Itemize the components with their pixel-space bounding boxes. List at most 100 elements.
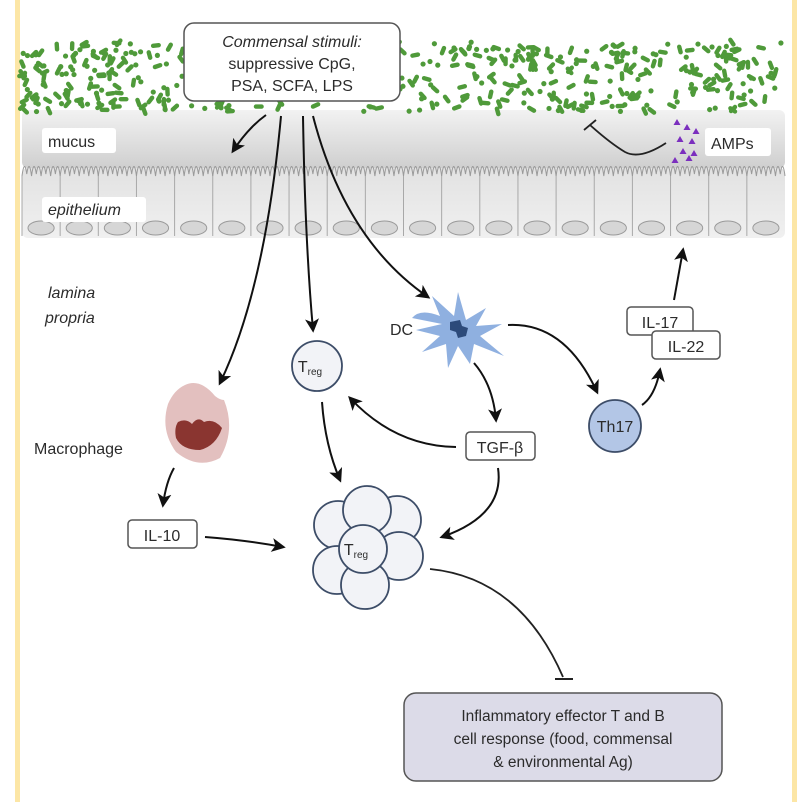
bacterium xyxy=(725,82,733,92)
bacterium xyxy=(765,74,776,81)
bacterium xyxy=(96,72,107,78)
arrow-stimuli-to-treg xyxy=(302,115,319,333)
bacterium xyxy=(715,52,721,59)
bacterium xyxy=(138,79,144,85)
bacterium xyxy=(617,108,624,114)
bacterium xyxy=(693,71,704,78)
bacterium xyxy=(457,84,468,90)
outcome-line1: Inflammatory effector T and B xyxy=(461,708,664,725)
outcome-line3: & environmental Ag) xyxy=(493,754,633,771)
epithelial-nucleus xyxy=(523,220,551,236)
bacterium xyxy=(627,90,635,100)
microvilli xyxy=(174,166,214,177)
bacterium xyxy=(150,89,156,95)
bacterium xyxy=(528,61,534,72)
bacterium xyxy=(374,105,384,111)
bacterium xyxy=(427,58,433,65)
bacterium xyxy=(174,82,180,89)
bacterium xyxy=(525,45,536,50)
bacterium xyxy=(17,102,27,111)
treg-label: Treg xyxy=(298,359,322,378)
bacterium xyxy=(416,107,423,113)
bacterium xyxy=(546,105,552,112)
epithelial-nucleus xyxy=(599,220,627,236)
bacterium xyxy=(573,57,580,63)
bacterium xyxy=(19,97,29,105)
bacterium xyxy=(154,52,160,58)
lamina-propria-label-line1: lamina xyxy=(48,285,95,302)
bacterium xyxy=(69,41,75,52)
bacterium xyxy=(741,92,747,98)
epithelial-nucleus xyxy=(714,220,742,236)
bacterium xyxy=(406,108,412,114)
bacterium xyxy=(106,66,115,76)
bacterium xyxy=(619,71,625,82)
bacterium xyxy=(19,59,26,69)
bacterium xyxy=(448,47,458,55)
bacterium xyxy=(723,43,729,50)
epithelial-nucleus xyxy=(180,220,208,236)
bacterium xyxy=(701,45,711,54)
bacterium xyxy=(62,91,70,101)
bacterium xyxy=(583,91,590,97)
bacterium xyxy=(418,91,427,101)
bacterium xyxy=(650,58,657,69)
bacterium xyxy=(714,88,721,94)
bacterium xyxy=(428,82,434,88)
bacterium xyxy=(429,100,436,111)
bacterium xyxy=(146,50,153,60)
bacterium xyxy=(487,89,494,100)
bacterium xyxy=(546,62,556,71)
bacterium xyxy=(517,79,528,86)
bacterium xyxy=(108,97,118,105)
bacterium xyxy=(555,58,565,65)
bacterium xyxy=(58,64,64,70)
bacterium xyxy=(587,79,598,85)
microvilli xyxy=(746,166,786,177)
dc-cell xyxy=(412,292,504,368)
bacterium xyxy=(756,45,767,51)
bacterium xyxy=(135,75,141,81)
bacterium xyxy=(584,100,595,106)
commensal-bacteria xyxy=(17,37,784,117)
bacterium xyxy=(512,57,518,63)
bacterium xyxy=(674,99,680,105)
bacterium xyxy=(490,46,496,52)
bacterium xyxy=(745,59,751,70)
bacterium xyxy=(491,44,502,52)
bacterium xyxy=(705,86,716,92)
amps-label: AMPs xyxy=(711,136,754,153)
bacterium xyxy=(460,95,470,103)
bacterium xyxy=(767,60,775,71)
bacterium xyxy=(410,52,421,58)
amp-peptide xyxy=(685,155,693,161)
bacterium xyxy=(214,101,223,110)
bacterium xyxy=(673,89,679,100)
th17-label: Th17 xyxy=(597,419,634,436)
bacterium xyxy=(449,62,460,68)
bacterium xyxy=(58,101,65,107)
bacterium xyxy=(599,99,610,105)
bacterium xyxy=(71,71,77,78)
bacterium xyxy=(165,97,172,103)
macrophage-label: Macrophage xyxy=(34,441,123,458)
bacterium xyxy=(150,43,161,48)
bacterium xyxy=(53,91,62,100)
epithelial-nucleus xyxy=(141,220,170,236)
bacterium xyxy=(762,94,768,104)
bacterium xyxy=(494,106,501,117)
bacterium xyxy=(116,60,126,69)
epithelial-nucleus xyxy=(370,220,398,236)
bacterium xyxy=(152,62,163,70)
bacterium xyxy=(111,104,122,109)
epithelial-nucleus xyxy=(447,220,475,236)
bacterium xyxy=(610,42,616,48)
bacterium xyxy=(729,46,740,53)
bacterium xyxy=(499,53,507,63)
bacterium xyxy=(112,82,122,91)
bacterium xyxy=(146,95,155,105)
bacterium xyxy=(525,56,532,62)
stimuli-line3: PSA, SCFA, LPS xyxy=(231,78,353,95)
microvilli xyxy=(97,166,137,177)
bacterium xyxy=(86,81,94,91)
